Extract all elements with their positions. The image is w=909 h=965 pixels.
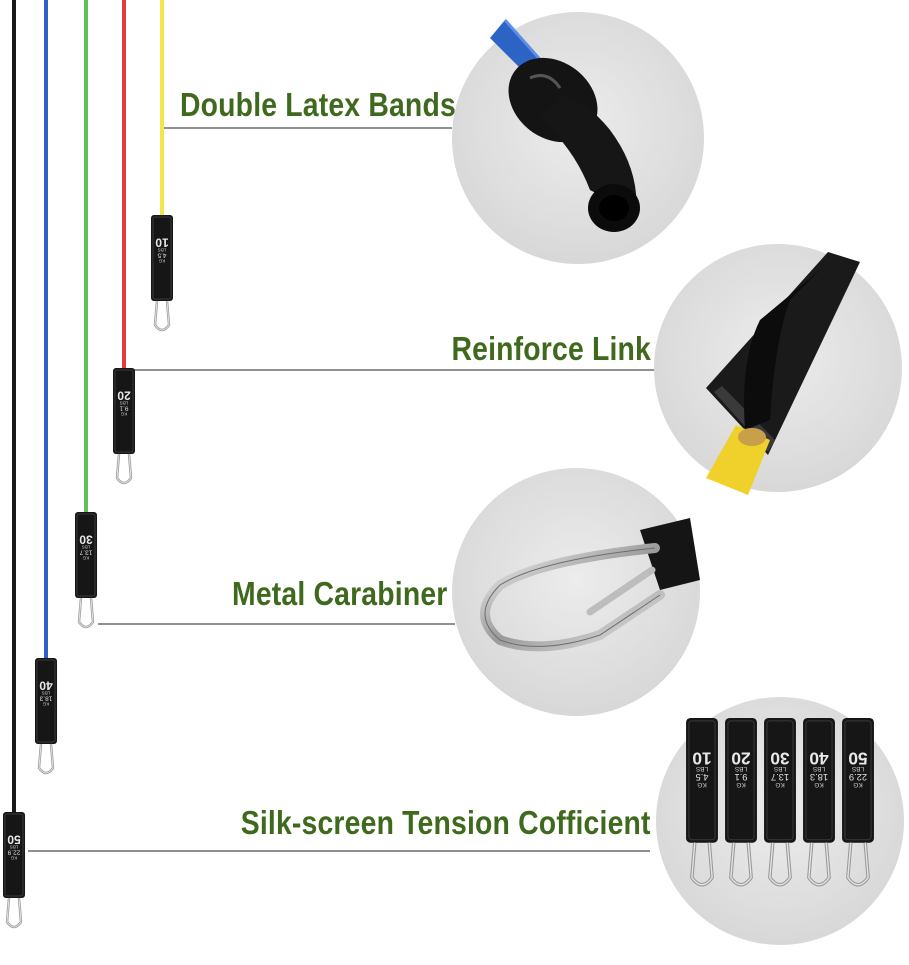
carabiner-icon bbox=[153, 300, 171, 332]
callout-double-latex-bands: Double Latex Bands bbox=[180, 86, 456, 123]
strap-kg-value: 22.9 bbox=[849, 772, 867, 783]
carabiner-icon bbox=[115, 453, 133, 485]
callout-metal-carabiner: Metal Carabiner bbox=[232, 575, 448, 612]
strap-kg-value: 18.3 bbox=[39, 695, 52, 702]
carabiner-icon bbox=[5, 897, 23, 929]
strap-kg-unit: KG bbox=[10, 856, 17, 861]
strap-kg-value: 9.1 bbox=[734, 772, 747, 783]
strap-kg-value: 4.5 bbox=[695, 772, 708, 783]
strap-lbs-value: 30 bbox=[79, 533, 93, 547]
strap-lbs-value: 10 bbox=[692, 748, 711, 768]
callout-reinforce-link: Reinforce Link bbox=[451, 330, 651, 367]
strap-lbs-value: 20 bbox=[117, 389, 131, 403]
strap-kg-value: 4.5 bbox=[157, 252, 166, 259]
strap-lbs-unit: LBS bbox=[851, 765, 864, 772]
strap-lbs-value: 40 bbox=[809, 748, 828, 768]
strap-kg-unit: KG bbox=[697, 781, 706, 788]
strap-lbs-unit: LBS bbox=[695, 765, 708, 772]
callout-tension-coefficient: Silk-screen Tension Cofficient bbox=[241, 804, 651, 841]
strap-kg-unit: KG bbox=[120, 412, 127, 417]
strap-lbs-unit: LBS bbox=[42, 691, 51, 696]
strap-kg-unit: KG bbox=[158, 259, 165, 264]
strap-lbs-unit: LBS bbox=[120, 401, 129, 406]
tension-coefficient-closeup: 10LBS4.5KG20LBS9.1KG30LBS13.7KG40LBS18.3… bbox=[656, 697, 904, 945]
carabiner-icon bbox=[77, 597, 95, 629]
strap-lbs-unit: LBS bbox=[10, 845, 19, 850]
strap-lbs-unit: LBS bbox=[773, 765, 786, 772]
carabiner-icon bbox=[37, 743, 55, 775]
strap-lbs-unit: LBS bbox=[812, 765, 825, 772]
strap-kg-value: 18.3 bbox=[810, 772, 828, 783]
resistance-bands: 10LBS4.5KG20LBS9.1KG30LBS13.7KG40LBS18.3… bbox=[3, 0, 173, 929]
strap-lbs-value: 50 bbox=[7, 833, 21, 847]
strap-kg-value: 13.7 bbox=[771, 772, 789, 783]
carabiner-closeup bbox=[452, 468, 700, 716]
strap-lbs-unit: LBS bbox=[158, 248, 167, 253]
strap-kg-unit: KG bbox=[775, 781, 784, 788]
strap-lbs-unit: LBS bbox=[734, 765, 747, 772]
strap-kg-unit: KG bbox=[736, 781, 745, 788]
strap-kg-value: 9.1 bbox=[119, 405, 128, 412]
strap-lbs-value: 50 bbox=[848, 748, 867, 768]
latex-bands-closeup bbox=[452, 12, 704, 264]
strap-lbs-value: 10 bbox=[155, 236, 169, 250]
strap-kg-unit: KG bbox=[853, 781, 862, 788]
strap-lbs-value: 40 bbox=[39, 679, 53, 693]
strap-lbs-value: 30 bbox=[770, 748, 789, 768]
strap-lbs-value: 20 bbox=[731, 748, 750, 768]
strap-kg-unit: KG bbox=[42, 702, 49, 707]
strap-kg-unit: KG bbox=[814, 781, 823, 788]
strap-kg-value: 13.7 bbox=[79, 549, 92, 556]
strap-kg-unit: KG bbox=[82, 556, 89, 561]
strap-kg-value: 22.9 bbox=[7, 849, 20, 856]
strap-lbs-unit: LBS bbox=[82, 545, 91, 550]
reinforce-link-closeup bbox=[654, 244, 902, 495]
